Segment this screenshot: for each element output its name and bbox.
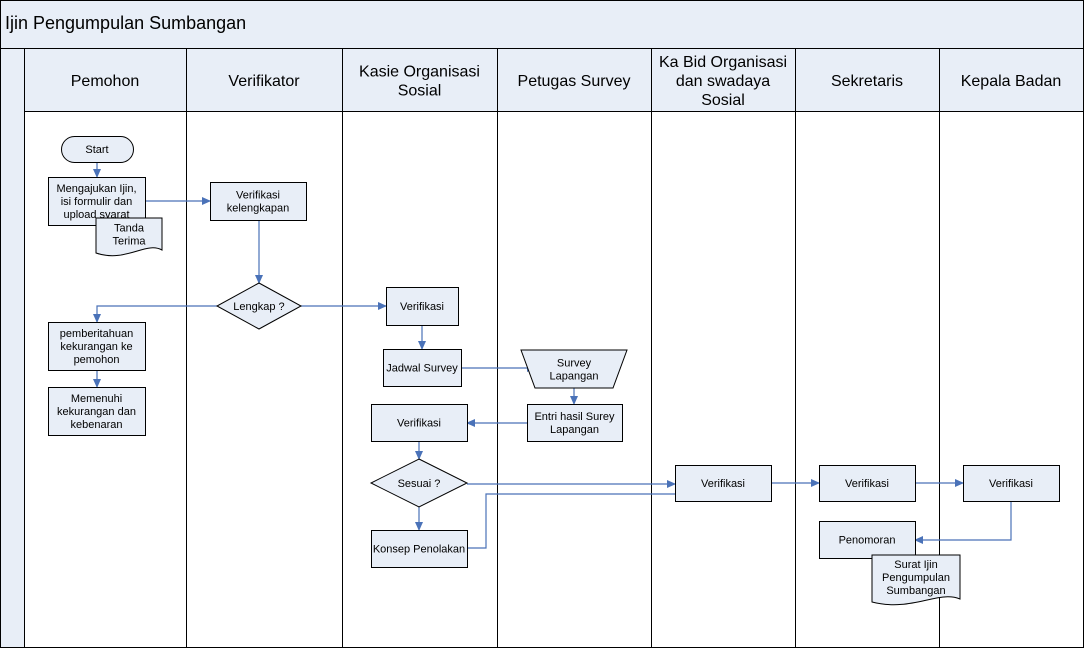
node-label: Verifikasi — [989, 478, 1033, 490]
node-label: Verifikasi — [400, 301, 444, 313]
lane-header-kabid: Ka Bid Organisasi — [659, 54, 787, 71]
document-shape — [95, 217, 163, 257]
process-box — [383, 349, 462, 387]
node-label: kekurangan dan — [57, 406, 136, 418]
node-label: kelengkapan — [227, 203, 289, 215]
lanes: Pemohon Verifikator Kasie OrganisasiSosial… — [71, 48, 1062, 648]
lane-header-kepala: Kepala Badan — [961, 73, 1062, 90]
decision-diamond — [215, 282, 303, 330]
node-label: Penomoran — [839, 535, 896, 547]
node-sesuai: Sesuai ? — [369, 458, 469, 508]
decision-diamond — [369, 458, 469, 508]
pool-side-bar — [0, 48, 25, 648]
lane-header-verifikator: Verifikator — [228, 73, 300, 90]
node-penomoran: Penomoran — [819, 521, 916, 559]
lane-header-kasie: Sosial — [398, 83, 442, 100]
node-label: pemohon — [74, 354, 120, 366]
node-label: Konsep Penolakan — [373, 544, 465, 556]
arrow-verif-kepala-to-penomoran — [914, 501, 1012, 544]
node-label: Surat Ijin — [894, 559, 937, 571]
node-label: Start — [85, 144, 108, 156]
lane-header-petugas: Petugas Survey — [518, 73, 631, 90]
lane-header-kabid: Sosial — [701, 92, 745, 109]
node-label: Tanda — [114, 223, 145, 235]
node-label: Pengumpulan — [882, 572, 950, 584]
node-konsep: Konsep Penolakan — [371, 530, 468, 568]
flow-arrows — [93, 162, 1012, 549]
node-label: Entri hasil Surey — [534, 411, 615, 423]
node-label: Verifikasi — [845, 478, 889, 490]
arrow-konsep-to-verif-kabid — [467, 490, 691, 549]
node-label: Verifikasi — [397, 418, 441, 430]
node-label: isi formulir dan — [61, 196, 133, 208]
node-label: kebenaran — [71, 419, 123, 431]
process-box — [210, 182, 307, 221]
node-label: Lapangan — [550, 371, 599, 383]
manual-operation-shape — [520, 349, 628, 389]
lane-header-kabid: dan swadaya — [676, 73, 770, 90]
node-label: Survey — [557, 358, 592, 370]
process-box — [386, 287, 459, 326]
process-box — [819, 521, 916, 559]
lane-header-sekretaris: Sekretaris — [831, 73, 903, 90]
lane-header-kasie: Kasie Organisasi — [359, 64, 480, 81]
node-label: Jadwal Survey — [386, 363, 458, 375]
lane-header-pemohon: Pemohon — [71, 73, 140, 90]
node-start: Start — [61, 136, 134, 163]
node-verif-kasie-2: Verifikasi — [371, 404, 468, 442]
node-lengkap: Lengkap ? — [215, 282, 303, 330]
node-label: Lapangan — [550, 424, 599, 436]
process-box — [48, 387, 146, 436]
node-label: Terima — [112, 236, 146, 248]
node-label: Verifikasi — [236, 190, 280, 202]
node-label: Memenuhi — [71, 393, 122, 405]
node-label: Verifikasi — [701, 478, 745, 490]
node-label: Sesuai ? — [398, 478, 441, 490]
pool-title-bar — [0, 0, 1084, 49]
node-label: pemberitahuan — [60, 328, 133, 340]
node-verif-kepala: Verifikasi — [963, 465, 1060, 502]
process-box — [527, 404, 623, 442]
document-shape — [871, 554, 961, 606]
lane-header-bar — [24, 48, 1084, 112]
process-box — [675, 465, 772, 502]
process-box — [819, 465, 916, 502]
process-box — [48, 322, 146, 371]
node-verif-kasie-1: Verifikasi — [386, 287, 459, 326]
terminator-shape — [61, 136, 134, 163]
node-label: Lengkap ? — [233, 301, 284, 313]
process-box — [963, 465, 1060, 502]
pool-title: Ijin Pengumpulan Sumbangan — [5, 13, 246, 33]
node-label: Sumbangan — [886, 585, 945, 597]
arrow-lengkap-to-pemberitahuan — [93, 305, 217, 323]
node-label: kekurangan ke — [60, 341, 132, 353]
node-jadwal: Jadwal Survey — [383, 349, 462, 387]
process-box — [371, 404, 468, 442]
node-verif-sekretaris: Verifikasi — [819, 465, 916, 502]
process-box — [371, 530, 468, 568]
node-label: Mengajukan Ijin, — [56, 183, 136, 195]
node-verif-kabid: Verifikasi — [675, 465, 772, 502]
